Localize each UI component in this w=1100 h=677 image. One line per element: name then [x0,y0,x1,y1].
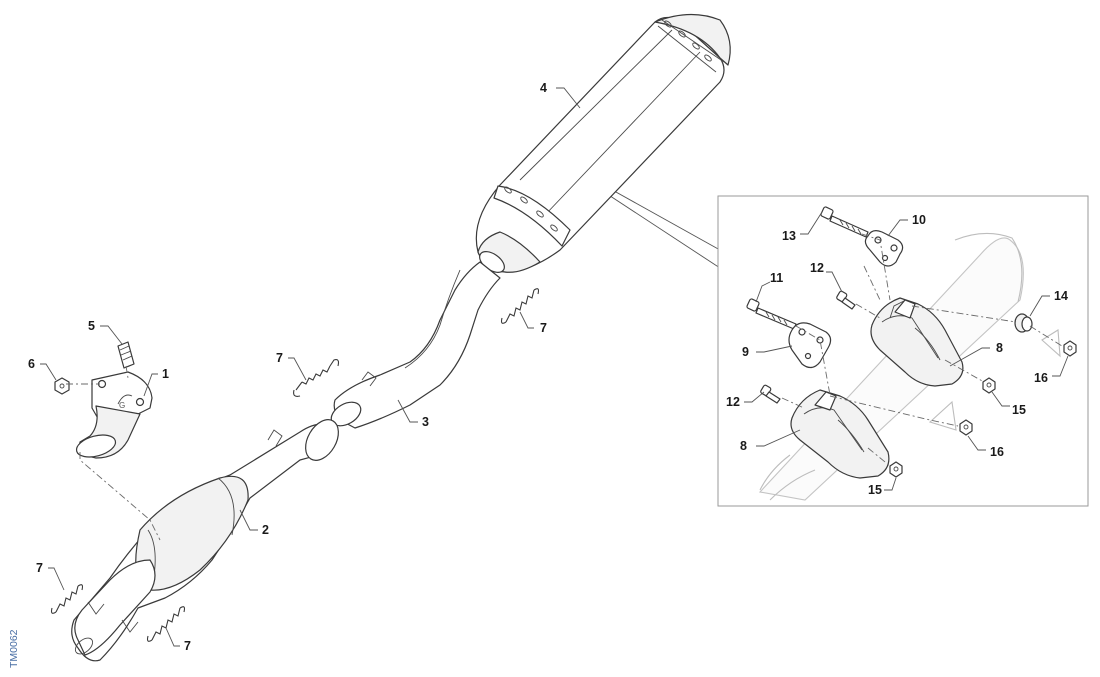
leader-lines [40,87,1069,647]
link-pipe-3 [330,261,501,429]
callout-12-top: 12 [810,261,824,275]
callout-7-bottom-right: 7 [184,639,191,653]
callout-8-upper: 8 [996,341,1003,355]
callout-11: 11 [770,271,783,285]
callouts: 1 2 3 4 5 6 7 7 7 7 8 8 9 10 11 12 12 13… [28,81,1068,653]
callout-9: 9 [742,345,749,359]
callout-10: 10 [912,213,926,227]
bolt-13 [820,206,869,238]
spring-7-bottom-right [146,606,186,642]
callout-5: 5 [88,319,95,333]
rubber-bush-14 [1014,313,1033,333]
nut-15-upper [982,377,996,394]
svg-text:G: G [119,401,125,410]
callout-15-upper: 15 [1012,403,1026,417]
callout-16-upper: 16 [1034,371,1048,385]
spring-7-center [293,359,340,397]
callout-7-bottom-left: 7 [36,561,43,575]
inset-align-14 [911,305,1017,323]
callout-7-center: 7 [276,351,283,365]
callout-7-right: 7 [540,321,547,335]
inset-align-16b [829,395,959,427]
callout-3: 3 [422,415,429,429]
clamp-bracket-8-lower [790,389,890,479]
inset-align-15b [867,447,891,467]
screw-12-top [836,290,856,310]
callout-1: 1 [162,367,169,381]
washer-16-lower [928,400,973,436]
align-1-2 [79,452,161,541]
spring-7-right [500,288,540,324]
silencer-end-band [664,20,712,62]
figure-reference-code: TM0062 [8,629,20,668]
screw-12-lower [760,384,781,404]
stud-5 [117,341,135,369]
inset-pointer-line-bottom [597,187,721,269]
header-pipe-2 [71,419,339,662]
inset-align-12a [855,303,881,319]
callout-4: 4 [540,81,547,95]
clamp-bracket-8-upper [870,297,964,387]
inset-align-11 [795,325,831,396]
align-5-1 [125,365,129,379]
inset-pointer-line-top [597,181,721,251]
inset-align-16a [1029,325,1063,347]
callout-2: 2 [262,523,269,537]
callout-15-lower: 15 [868,483,882,497]
detail-inset [597,181,1089,507]
nut-15-lower [889,461,903,478]
inset-align-13 [861,233,891,301]
callout-12-lower: 12 [726,395,740,409]
exhaust-flange-1: G [75,371,153,459]
spring-7-bottom-left [50,584,84,614]
nut-6 [54,377,70,395]
washer-16-upper [1041,329,1077,358]
callout-16-lower: 16 [990,445,1004,459]
silencer-front-band-slots [504,186,558,232]
callout-13: 13 [782,229,796,243]
callout-6: 6 [28,357,35,371]
inset-align-10 [863,265,881,301]
silencer-4 [475,13,731,273]
bracket-plate-10 [864,230,904,267]
bracket-plate-9 [788,322,832,369]
callout-14: 14 [1054,289,1068,303]
bolt-11 [746,298,797,330]
inset-align-12b [781,397,805,409]
callout-8-lower: 8 [740,439,747,453]
